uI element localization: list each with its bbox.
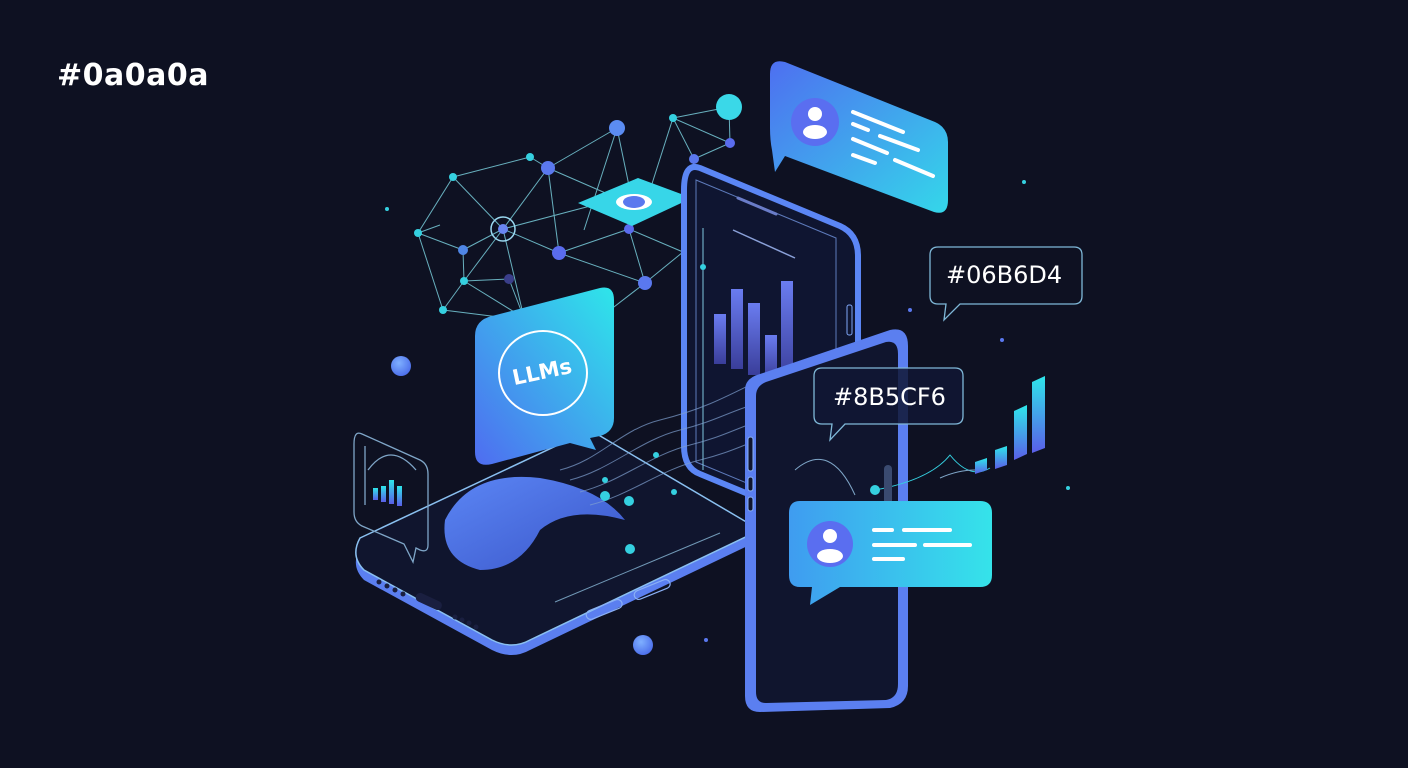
phone-bar-chart	[714, 281, 793, 381]
floating-dots	[391, 180, 1070, 655]
side-bar-chart	[939, 376, 1045, 479]
page-title: #0a0a0a	[57, 58, 209, 93]
cyan-hex-badge	[929, 246, 1083, 322]
mini-chart-bars	[373, 480, 402, 506]
top-user-message-card	[770, 61, 948, 213]
diamond-chip-icon	[578, 178, 692, 226]
violet-hex-badge-label: #8B5CF6	[833, 383, 946, 411]
wave-shape	[444, 476, 625, 570]
cyan-hex-badge-label: #06B6D4	[946, 261, 1063, 289]
bottom-user-message-card	[789, 501, 992, 605]
stream-dots	[600, 452, 677, 554]
network-nodes	[385, 94, 742, 314]
mini-chart-bubble-icon	[353, 432, 429, 564]
violet-hex-badge	[813, 367, 964, 442]
llm-speech-bubble	[475, 287, 614, 465]
